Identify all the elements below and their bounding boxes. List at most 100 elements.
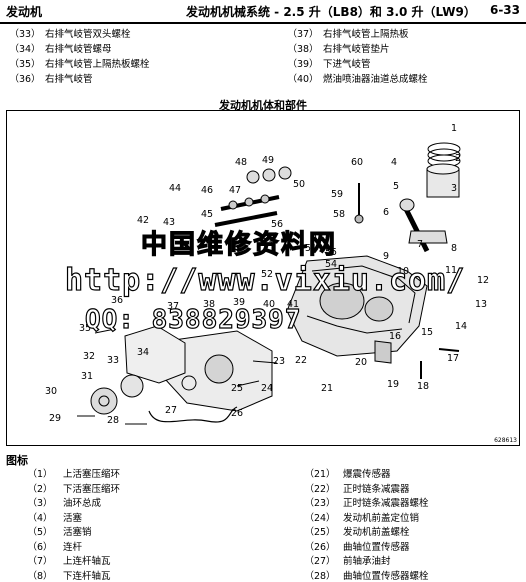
callout-2: 2: [455, 153, 461, 164]
part-name: 右排气岐管上隔热板: [323, 29, 409, 40]
list-item: （1） 上活塞压缩环: [20, 466, 120, 481]
part-number: （36）: [8, 71, 42, 85]
top-parts-right-column: （37） 右排气岐管上隔热板 （38） 右排气岐管垫片 （39） 下进气岐管 （…: [286, 26, 428, 86]
part-number: （39）: [286, 56, 320, 70]
watermark-title: 中国维修资料网: [141, 224, 337, 261]
legend-number: （5）: [20, 524, 60, 538]
legend-number: （7）: [20, 553, 60, 567]
callout-8: 8: [451, 243, 457, 254]
callout-22: 22: [295, 355, 307, 366]
callout-17: 17: [447, 353, 459, 364]
callout-47: 47: [229, 185, 241, 196]
callout-46: 46: [201, 185, 213, 196]
list-item: （26） 曲轴位置传感器: [300, 539, 429, 554]
list-item: （34） 右排气岐管螺母: [8, 41, 150, 56]
legend-number: （24）: [300, 510, 340, 524]
callout-44: 44: [169, 183, 181, 194]
page-number: 6-33: [490, 3, 520, 17]
callout-48: 48: [235, 157, 247, 168]
callout-6: 6: [383, 207, 389, 218]
part-number: （34）: [8, 41, 42, 55]
legend-name: 油环总成: [63, 498, 101, 509]
part-number: （40）: [286, 71, 320, 85]
part-number: （37）: [286, 26, 320, 40]
callout-14: 14: [455, 321, 467, 332]
list-item: （27） 前轴承油封: [300, 553, 429, 568]
callout-1: 1: [451, 123, 457, 134]
top-parts-left-column: （33） 右排气岐管双头螺栓 （34） 右排气岐管螺母 （35） 右排气岐管上隔…: [8, 26, 150, 86]
callout-19: 19: [387, 379, 399, 390]
list-item: （25） 发动机前盖螺栓: [300, 524, 429, 539]
list-item: （35） 右排气岐管上隔热板螺栓: [8, 56, 150, 71]
callout-49: 49: [262, 155, 274, 166]
callout-27: 27: [165, 405, 177, 416]
legend-left-column: （1） 上活塞压缩环 （2） 下活塞压缩环 （3） 油环总成 （4） 活塞 （5…: [20, 466, 120, 582]
list-item: （33） 右排气岐管双头螺栓: [8, 26, 150, 41]
part-name: 下进气岐管: [323, 59, 371, 70]
callout-30: 30: [45, 386, 57, 397]
list-item: （6） 连杆: [20, 539, 120, 554]
list-item: （37） 右排气岐管上隔热板: [286, 26, 428, 41]
list-item: （5） 活塞销: [20, 524, 120, 539]
list-item: （40） 燃油喷油器油道总成螺栓: [286, 71, 428, 86]
part-name: 右排气岐管螺母: [45, 44, 112, 55]
legend-name: 下活塞压缩环: [63, 484, 120, 495]
callout-33: 33: [107, 355, 119, 366]
callout-7: 7: [417, 239, 423, 250]
part-number: （33）: [8, 26, 42, 40]
callout-3: 3: [451, 183, 457, 194]
callout-20: 20: [355, 357, 367, 368]
part-name: 右排气岐管上隔热板螺栓: [45, 59, 150, 70]
legend-name: 下连杆轴瓦: [63, 571, 111, 582]
legend-number: （3）: [20, 495, 60, 509]
section-name: 发动机: [6, 3, 42, 20]
callout-32: 32: [83, 351, 95, 362]
callout-60: 60: [351, 157, 363, 168]
list-item: （24） 发动机前盖定位销: [300, 510, 429, 525]
callout-28: 28: [107, 415, 119, 426]
legend-name: 前轴承油封: [343, 556, 391, 567]
callout-26: 26: [231, 408, 243, 419]
legend-number: （4）: [20, 510, 60, 524]
legend-name: 连杆: [63, 542, 82, 553]
legend-name: 正时链条减震器螺栓: [343, 498, 429, 509]
legend-number: （28）: [300, 568, 340, 582]
callout-29: 29: [49, 413, 61, 424]
part-name: 右排气岐管双头螺栓: [45, 29, 131, 40]
list-item: （8） 下连杆轴瓦: [20, 568, 120, 582]
list-item: （2） 下活塞压缩环: [20, 481, 120, 496]
exploded-engine-diagram: 1 2 3 4 5 6 7 8 9 10 11 12 13 14 15 16 1…: [6, 110, 520, 446]
legend-number: （2）: [20, 481, 60, 495]
list-item: （3） 油环总成: [20, 495, 120, 510]
list-item: （39） 下进气岐管: [286, 56, 428, 71]
legend-number: （26）: [300, 539, 340, 553]
list-item: （4） 活塞: [20, 510, 120, 525]
part-name: 燃油喷油器油道总成螺栓: [323, 74, 428, 85]
legend-name: 正时链条减震器: [343, 484, 410, 495]
legend-number: （27）: [300, 553, 340, 567]
callout-13: 13: [475, 299, 487, 310]
figure-code: 628613: [494, 437, 517, 444]
list-item: （28） 曲轴位置传感器螺栓: [300, 568, 429, 582]
callout-21: 21: [321, 383, 333, 394]
page-header: 发动机 发动机机械系统 - 2.5 升（LB8）和 3.0 升（LW9） 6-3…: [0, 0, 526, 24]
callout-12: 12: [477, 275, 489, 286]
list-item: （21） 爆震传感器: [300, 466, 429, 481]
legend-name: 活塞: [63, 513, 82, 524]
callout-45: 45: [201, 209, 213, 220]
watermark-qq: QQ: 838829397: [85, 305, 302, 335]
legend-number: （25）: [300, 524, 340, 538]
callout-23: 23: [273, 356, 285, 367]
legend-number: （21）: [300, 466, 340, 480]
callout-5: 5: [393, 181, 399, 192]
part-name: 右排气岐管: [45, 74, 93, 85]
callout-31: 31: [81, 371, 93, 382]
list-item: （36） 右排气岐管: [8, 71, 150, 86]
callout-9: 9: [383, 251, 389, 262]
callout-34: 34: [137, 347, 149, 358]
legend-name: 曲轴位置传感器: [343, 542, 410, 553]
legend-number: （1）: [20, 466, 60, 480]
part-name: 右排气岐管垫片: [323, 44, 390, 55]
list-item: （38） 右排气岐管垫片: [286, 41, 428, 56]
page-title: 发动机机械系统 - 2.5 升（LB8）和 3.0 升（LW9）: [186, 3, 476, 20]
